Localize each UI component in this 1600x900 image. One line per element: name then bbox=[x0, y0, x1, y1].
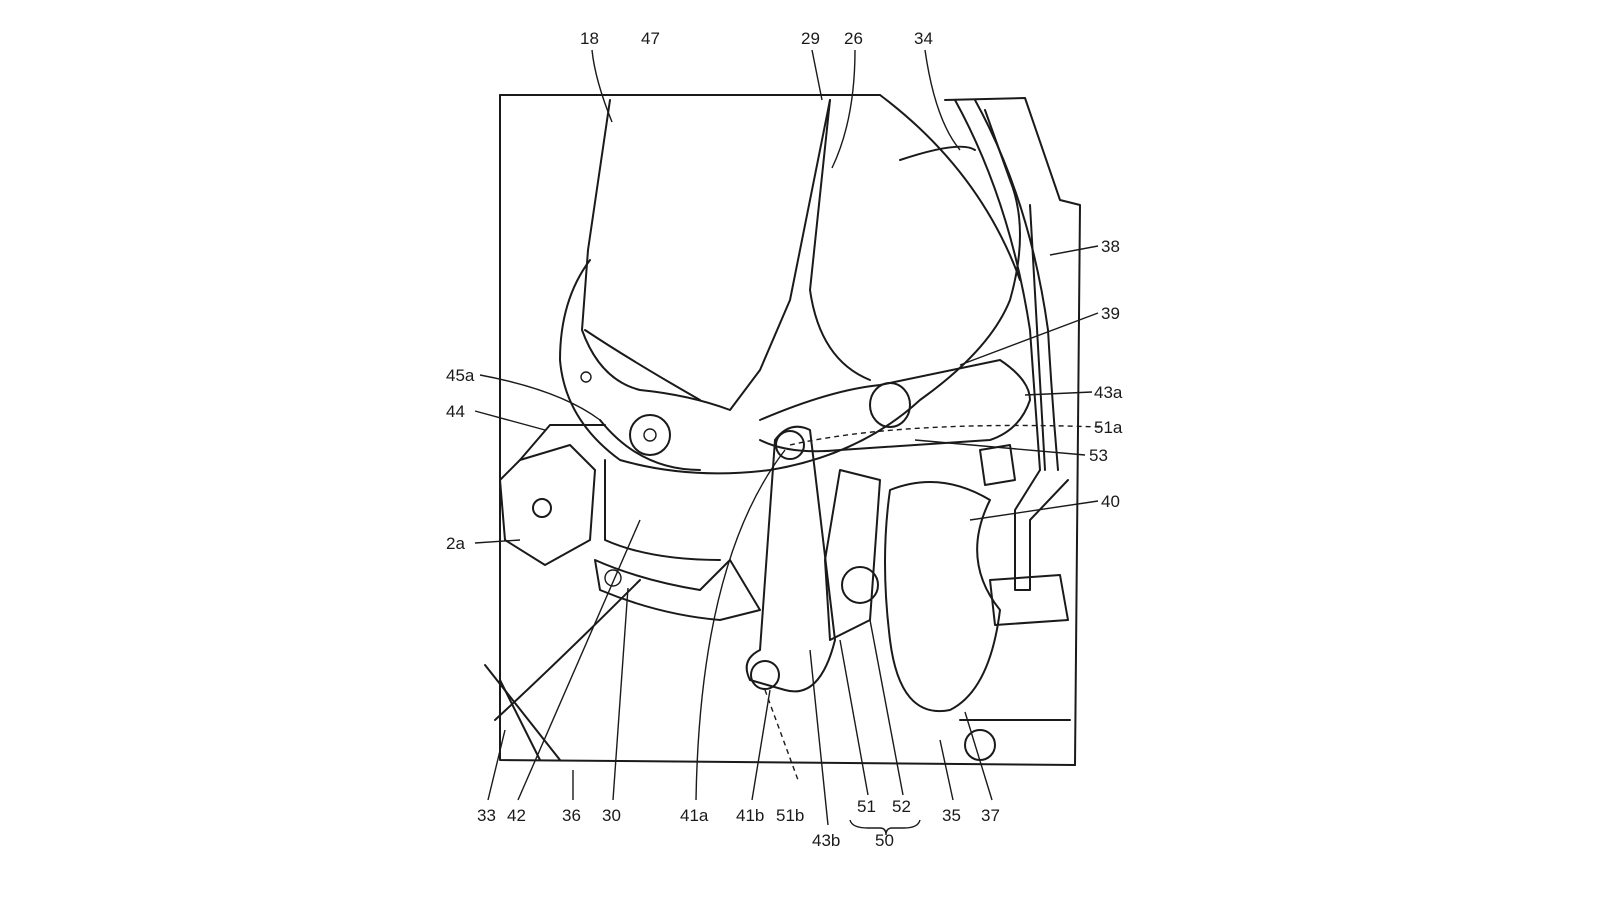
label-30: 30 bbox=[602, 806, 621, 825]
label-43a: 43a bbox=[1094, 383, 1123, 402]
label-50: 50 bbox=[875, 831, 894, 850]
label-41a: 41a bbox=[680, 806, 709, 825]
label-51a: 51a bbox=[1094, 418, 1123, 437]
label-52: 52 bbox=[892, 797, 911, 816]
label-43b: 43b bbox=[812, 831, 840, 850]
label-51b: 51b bbox=[776, 806, 804, 825]
label-38: 38 bbox=[1101, 237, 1120, 256]
label-2a: 2a bbox=[446, 534, 465, 553]
label-53: 53 bbox=[1089, 446, 1108, 465]
label-29: 29 bbox=[801, 29, 820, 48]
reference-labels: 18 47 29 26 34 38 39 43a 51a 53 40 45a 4… bbox=[446, 29, 1123, 850]
label-45a: 45a bbox=[446, 366, 475, 385]
label-35: 35 bbox=[942, 806, 961, 825]
label-40: 40 bbox=[1101, 492, 1120, 511]
label-34: 34 bbox=[914, 29, 933, 48]
label-47: 47 bbox=[641, 29, 660, 48]
label-36: 36 bbox=[562, 806, 581, 825]
label-18: 18 bbox=[580, 29, 599, 48]
label-42: 42 bbox=[507, 806, 526, 825]
label-33: 33 bbox=[477, 806, 496, 825]
label-44: 44 bbox=[446, 402, 465, 421]
label-37: 37 bbox=[981, 806, 1000, 825]
label-51: 51 bbox=[857, 797, 876, 816]
label-26: 26 bbox=[844, 29, 863, 48]
line-art bbox=[474, 49, 1101, 836]
label-41b: 41b bbox=[736, 806, 764, 825]
label-39: 39 bbox=[1101, 304, 1120, 323]
